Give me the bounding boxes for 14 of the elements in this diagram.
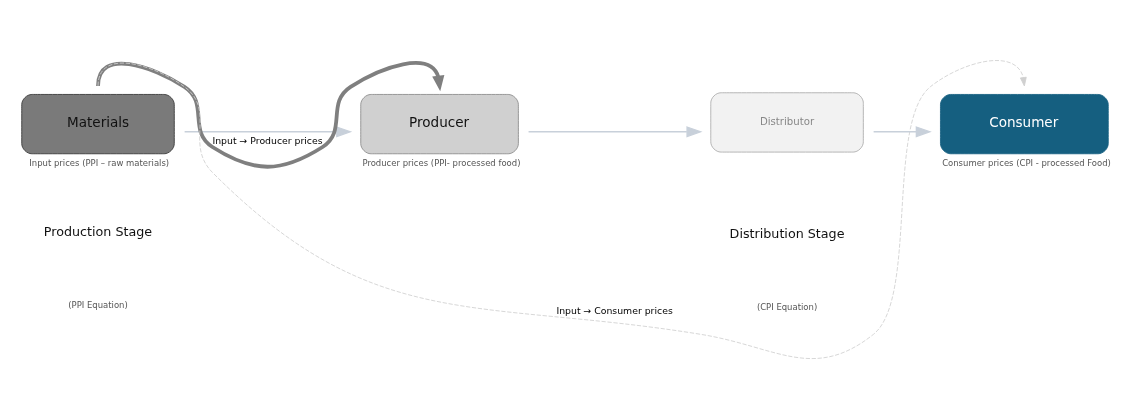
node-label: Input prices (PPI – raw materials) xyxy=(29,157,170,168)
label: (PPI Equation) xyxy=(68,300,128,311)
edge-label: Input → Consumer prices xyxy=(556,304,673,316)
arrow xyxy=(184,126,353,138)
arrow xyxy=(527,126,703,138)
arrow xyxy=(96,61,445,169)
arrow xyxy=(97,60,1027,359)
node-label: Producer prices (PPI- processed food) xyxy=(362,157,521,168)
label: Production Stage xyxy=(43,224,153,240)
arrow xyxy=(873,126,932,138)
label: (CPI Equation) xyxy=(756,302,818,313)
label: Distribution Stage xyxy=(729,226,845,242)
edge-label: Input → Producer prices xyxy=(212,135,323,147)
node-label: Consumer prices (CPI - processed Food) xyxy=(942,157,1111,168)
